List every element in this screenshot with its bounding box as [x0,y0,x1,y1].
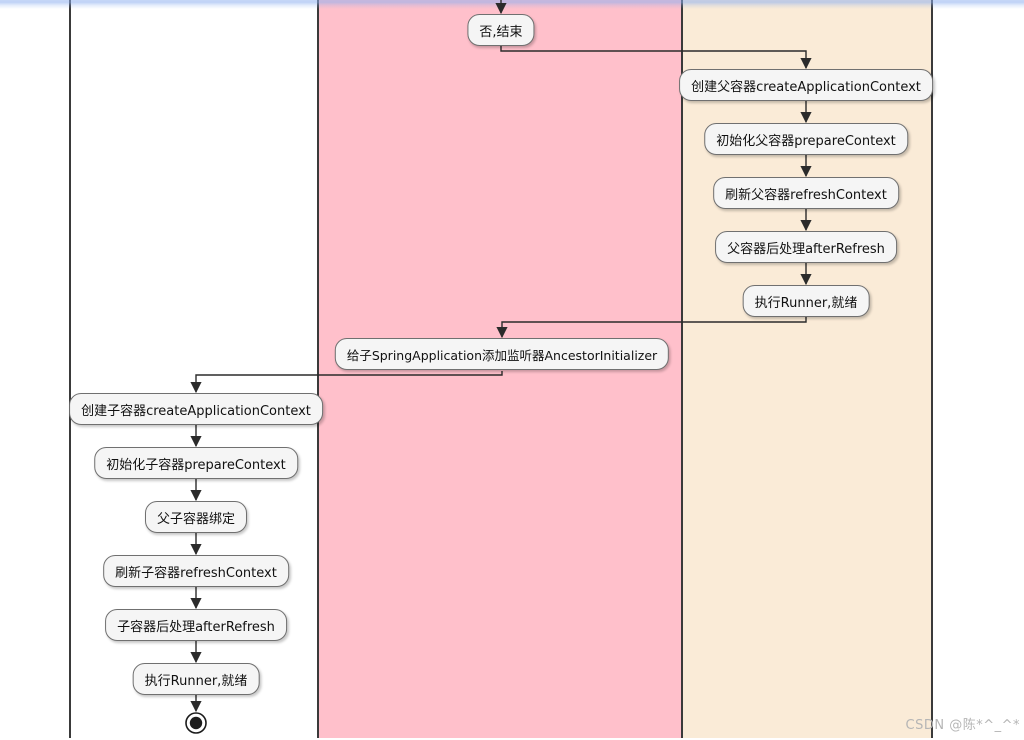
activity-node-create-child-context: 创建子容器createApplicationContext [69,393,323,425]
swimlane-divider [69,0,71,738]
activity-node-add-ancestor-listener: 给子SpringApplication添加监听器AncestorInitiali… [334,338,670,370]
swimlane-divider [931,0,933,738]
activity-node-bind-parent-child: 父子容器绑定 [144,501,248,533]
activity-node-refresh-parent-context: 刷新父容器refreshContext [713,177,899,209]
activity-node-after-refresh-parent: 父容器后处理afterRefresh [715,231,897,263]
csdn-watermark: CSDN @陈*^_^* [905,718,1020,733]
activity-node-run-runner-parent: 执行Runner,就绪 [742,285,870,317]
activity-node-prepare-parent-context: 初始化父容器prepareContext [704,123,908,155]
activity-node-after-refresh-child: 子容器后处理afterRefresh [105,609,287,641]
swimlane-divider [317,0,319,738]
top-fade-strip [0,0,1024,9]
activity-node-run-runner-child: 执行Runner,就绪 [132,663,260,695]
activity-node-no-end: 否,结束 [467,14,535,46]
activity-node-create-parent-context: 创建父容器createApplicationContext [679,69,933,101]
swimlane-divider [681,0,683,738]
activity-node-prepare-child-context: 初始化子容器prepareContext [94,447,298,479]
swimlane-right [682,0,932,738]
activity-node-refresh-child-context: 刷新子容器refreshContext [103,555,289,587]
